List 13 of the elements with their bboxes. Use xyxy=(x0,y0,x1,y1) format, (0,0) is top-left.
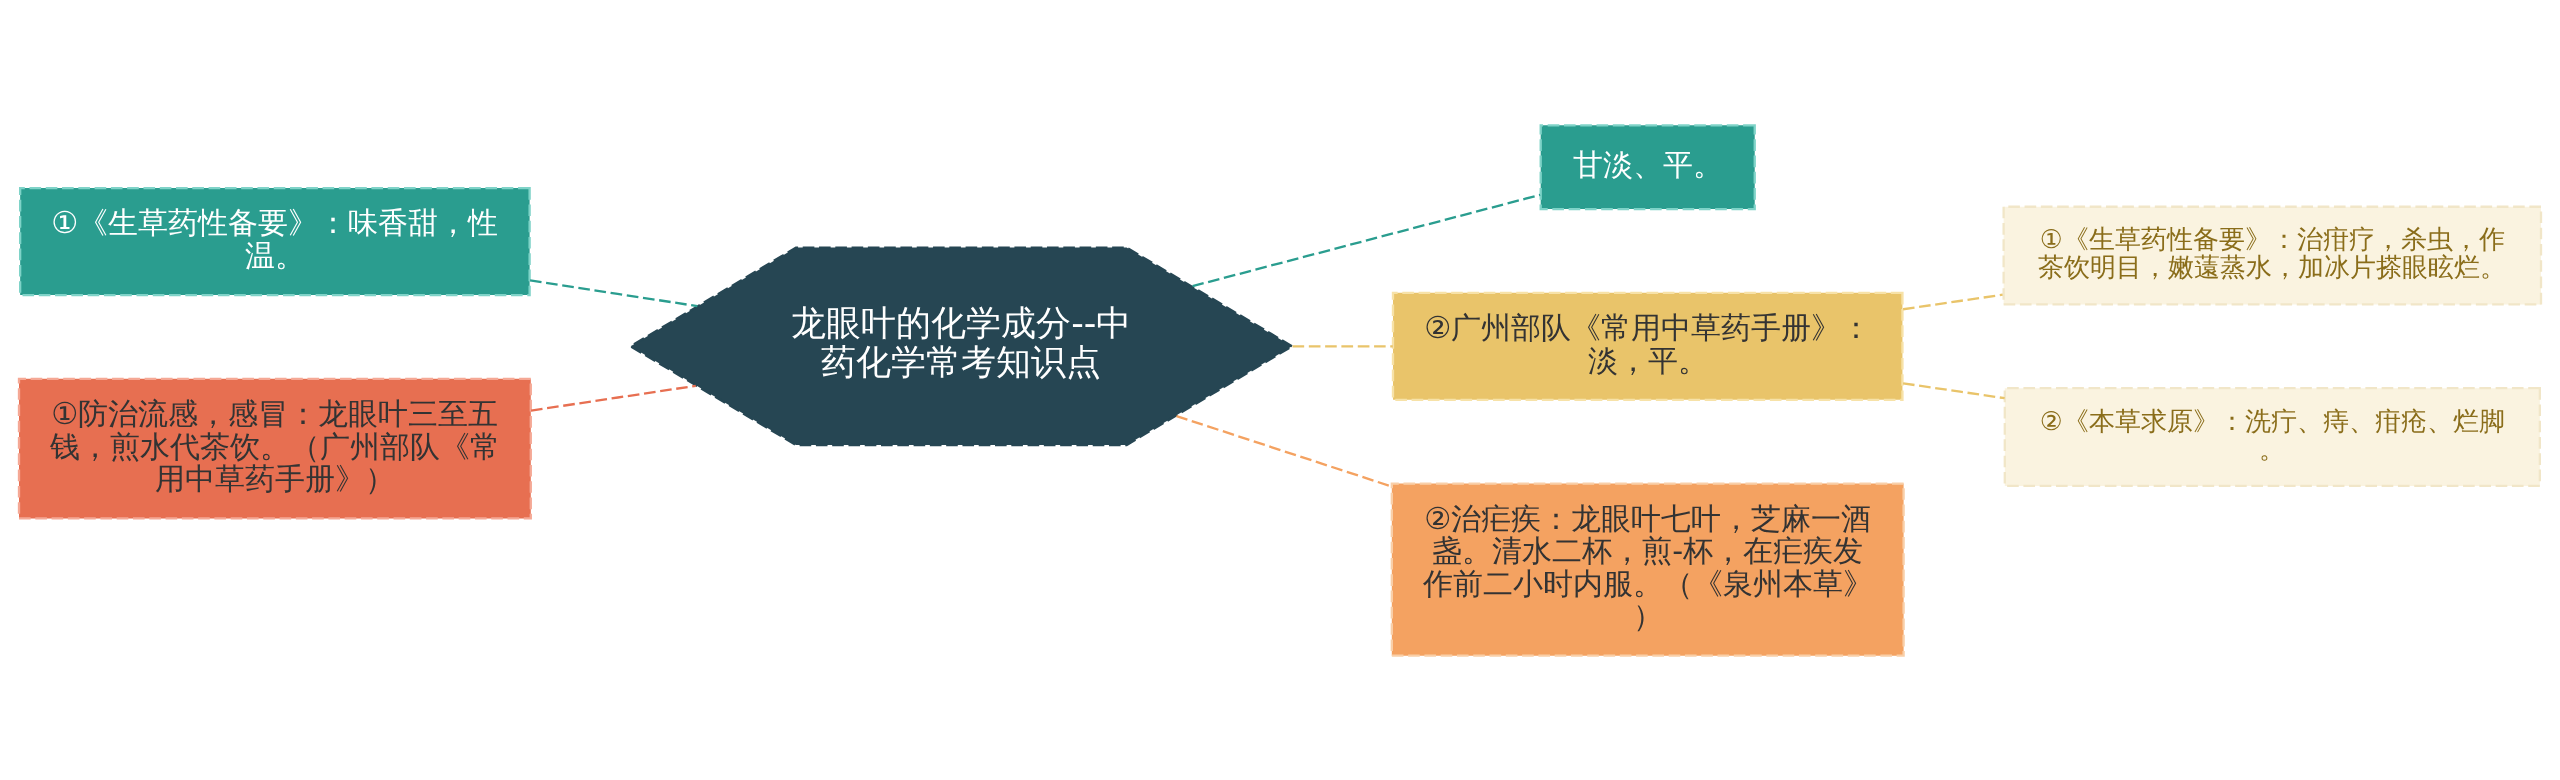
connector xyxy=(1292,344,1393,347)
connector xyxy=(1192,193,1541,287)
connector xyxy=(1902,381,2005,399)
node-box: ②《本草求原》：洗疔、痔、疳疮、烂脚。 xyxy=(2003,386,2541,487)
connector xyxy=(1902,293,2003,310)
connector xyxy=(529,278,698,307)
node-box: ①《生草药性备要》：味香甜，性温。 xyxy=(19,186,531,296)
node-box: ②广州部队《常用中草药手册》：淡，平。 xyxy=(1391,291,1904,401)
node-box: 甘淡、平。 xyxy=(1539,123,1756,210)
node-box: ②治疟疾：龙眼叶七叶，芝麻一酒盏。清水二杯，煎-杯，在疟疾发作前二小时内服。（《泉州本草》） xyxy=(1390,481,1905,657)
node-box: ①《生草药性备要》：治疳疗，杀虫，作茶饮明目，嫩薳蒸水，加冰片搽眼眩烂。 xyxy=(2002,205,2543,306)
node-box: ①防治流感，感冒：龙眼叶三至五钱，煎水代茶饮。（广州部队《常用中草药手册》） xyxy=(17,377,532,520)
connector xyxy=(530,384,696,412)
